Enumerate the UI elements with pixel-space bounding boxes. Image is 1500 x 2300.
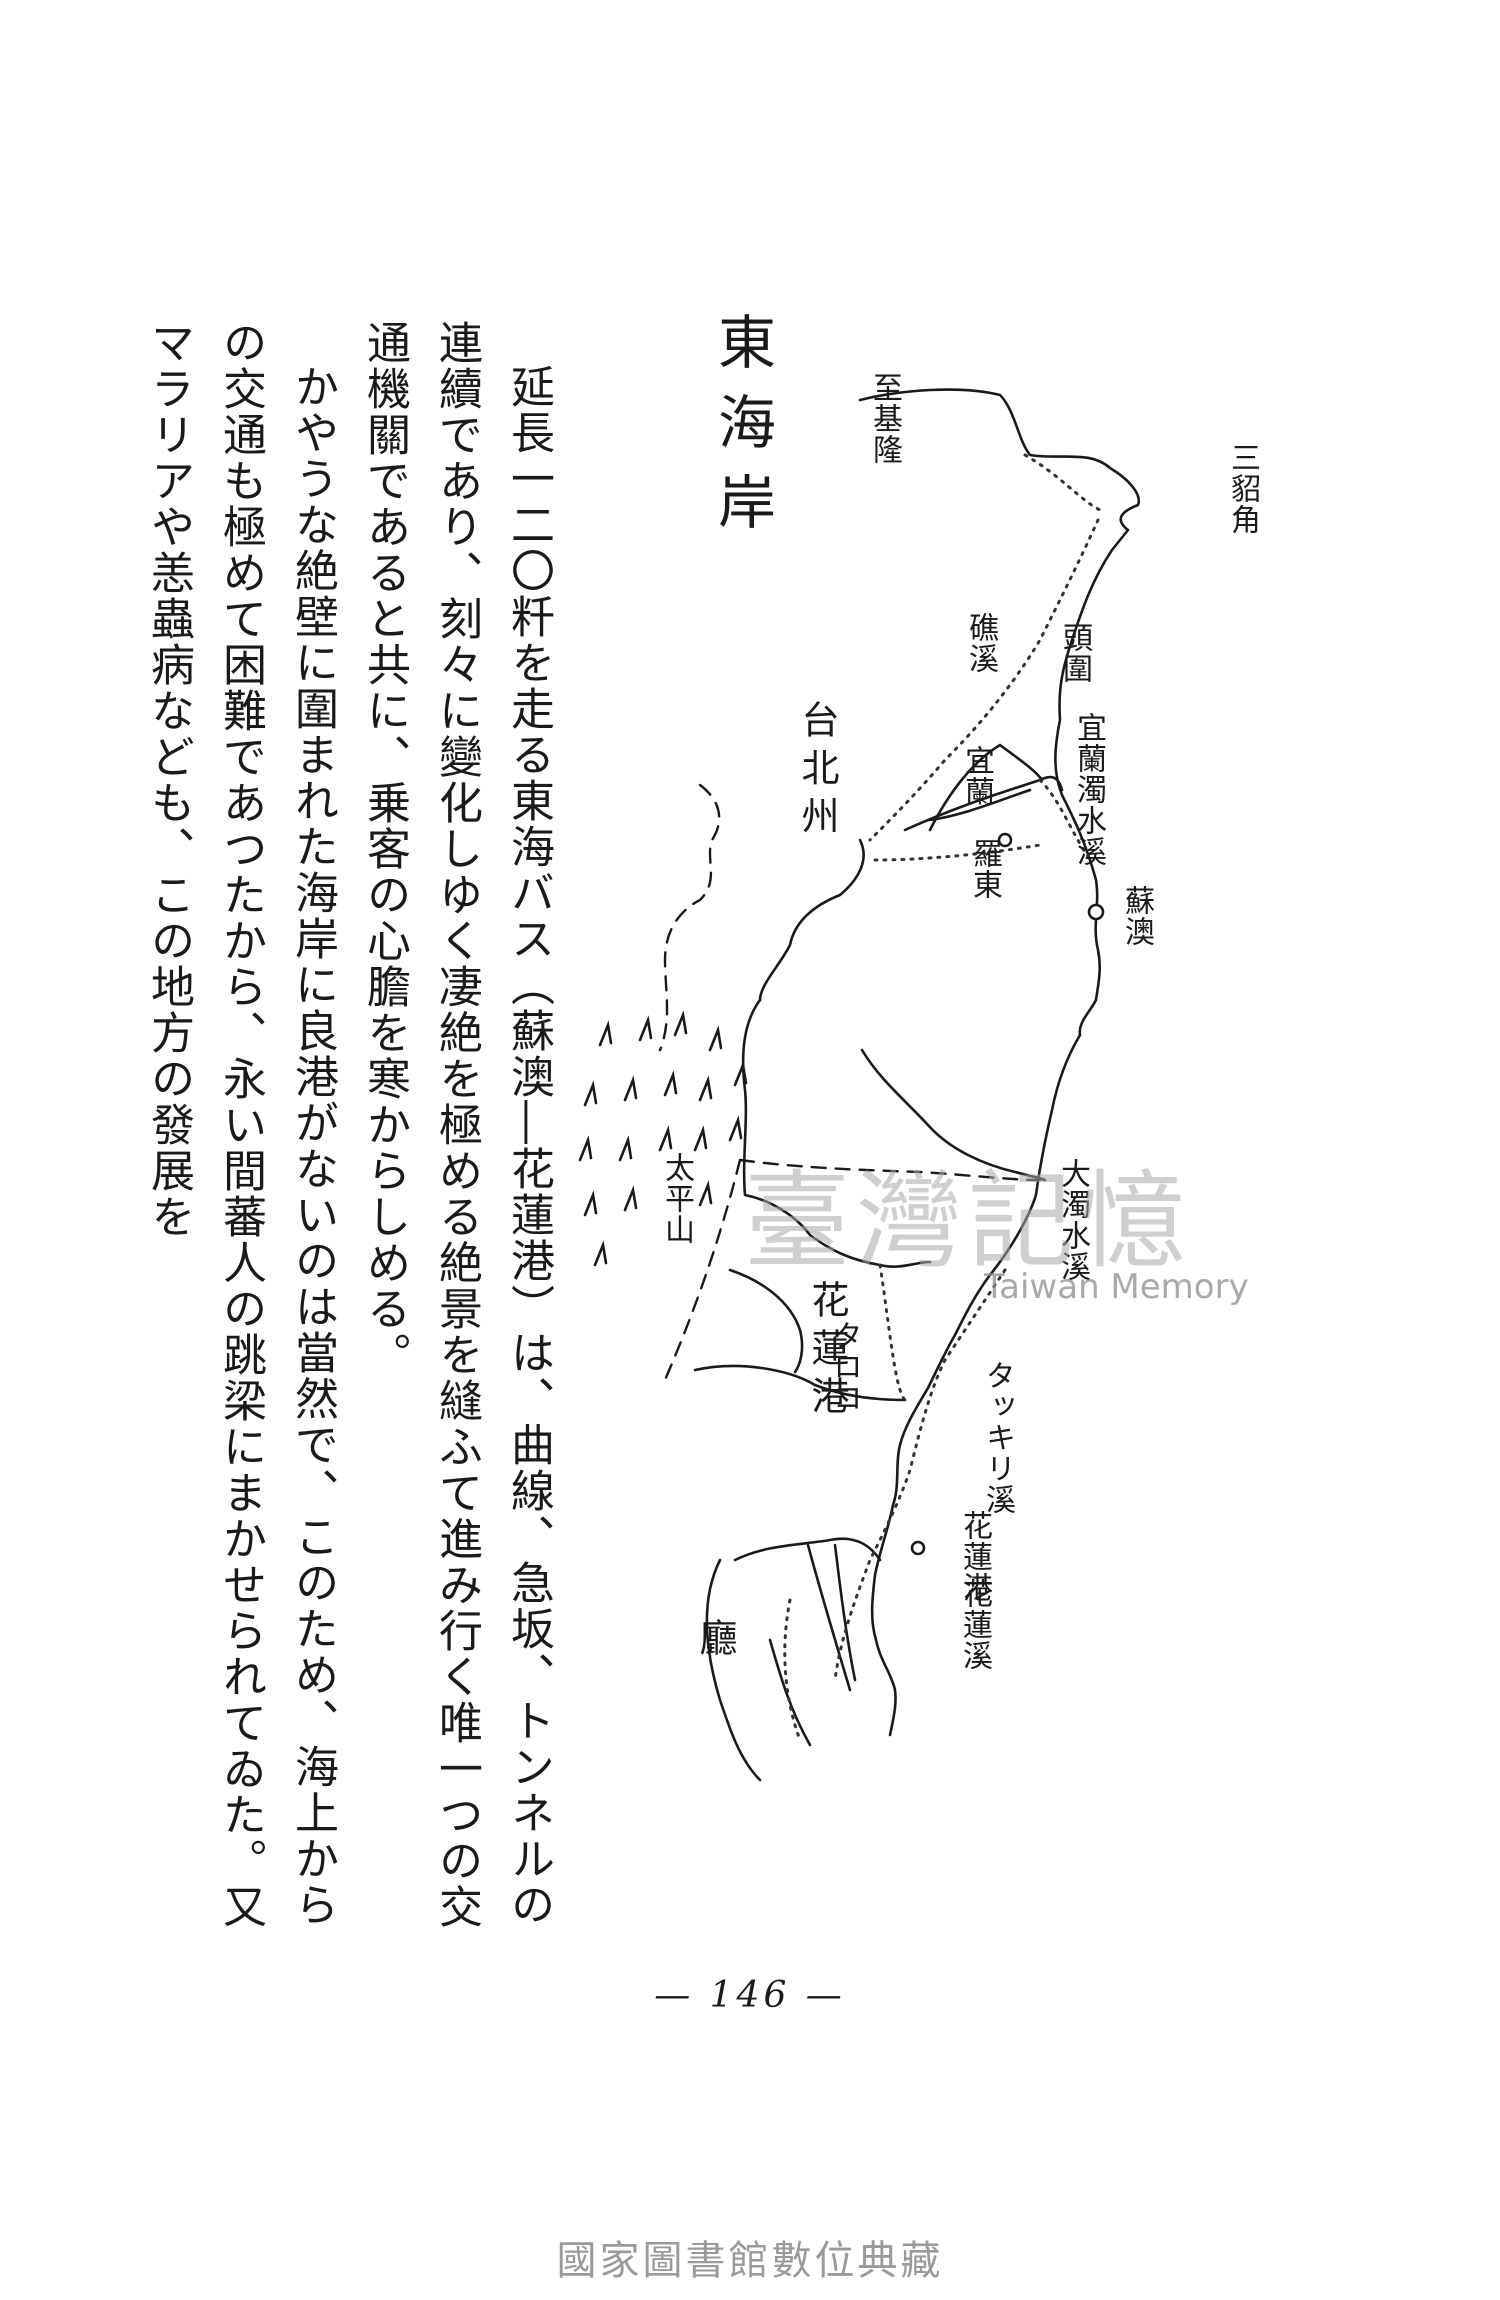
- inland-west-2: [728, 1268, 804, 1374]
- inland-southwest: [705, 1558, 762, 1782]
- river-yilan-2: [928, 788, 1032, 822]
- river-inland: [860, 1048, 1047, 1182]
- map-label-suao: 蘇澳: [1119, 885, 1154, 947]
- map-label-keelung-direction: 至基隆: [867, 372, 902, 465]
- map-label-sandiao: 三貂角: [1225, 442, 1260, 535]
- map-label-zhuoshui: 宜蘭濁水溪: [1071, 712, 1106, 867]
- river-hualien: [693, 1364, 907, 1402]
- road-southwest: [783, 1598, 802, 1742]
- map-label-dazhuoshui: 大濁水溪: [1055, 1158, 1090, 1282]
- railway-coast: [873, 843, 1042, 862]
- map-label-hualien-river: 花蓮溪: [957, 1578, 992, 1671]
- border-dashed-3: [663, 1158, 742, 1382]
- map-label-yilan: 宜蘭: [959, 745, 994, 807]
- road-hualien: [878, 1263, 907, 1402]
- footer-archive-name: 國家圖書館數位典藏: [556, 2238, 944, 2284]
- mountain-symbols: [578, 1010, 748, 1267]
- map-label-agency: 廳: [693, 1618, 737, 1666]
- page-number: — 146 —: [654, 1975, 846, 2016]
- river-branch-1: [806, 1543, 852, 1692]
- map-label-hualien-port: 花蓮港: [957, 1510, 992, 1603]
- watermark: 臺灣記憶 Taiwan Memory: [744, 1135, 1264, 1335]
- railway-north: [868, 453, 1102, 842]
- map-label-luodong: 羅東: [967, 838, 1002, 900]
- section-title: 東海岸: [708, 312, 776, 552]
- river-taroko: [743, 1193, 932, 1268]
- river-lanyang: [903, 775, 1064, 832]
- paragraph-2: かやうな絶壁に圍まれた海岸に良港がないのは當然で、このため、海上からの交通も極め…: [143, 320, 338, 1930]
- watermark-cjk: 臺灣記憶: [744, 1160, 1192, 1283]
- river-yilan-1: [928, 743, 1044, 832]
- town-markers: [910, 832, 1105, 1556]
- river-south-2: [768, 1638, 812, 1747]
- river-branch-2: [833, 1543, 857, 1682]
- map-label-toucheng: 頭圍: [1057, 622, 1092, 684]
- map-label-takkiri: タッキリ溪: [980, 1360, 1015, 1515]
- coastline-north: [858, 388, 1141, 1002]
- map-label-jiaoxi: 礁溪: [963, 612, 998, 674]
- river-south: [733, 1537, 882, 1562]
- inland-west: [741, 998, 762, 1197]
- map-label-taroko: タロコ: [827, 1320, 862, 1413]
- railway-yilan: [1038, 778, 1092, 862]
- border-dashed-2: [738, 1158, 1042, 1182]
- border-dashed-1: [658, 783, 721, 1052]
- map-label-taipingshan: 太平山: [659, 1152, 694, 1245]
- watermark-en: Taiwan Memory: [984, 1267, 1249, 1307]
- map-label-hualien-state: 花蓮港: [805, 1280, 849, 1424]
- coastline-south: [870, 998, 1098, 1737]
- map-label-taipei-state: 台北州: [795, 700, 839, 844]
- body-text: 延長一二〇粁を走る東海バス（蘇澳―花蓮港）は、曲線、急坂、トンネルの連續であり、…: [132, 320, 564, 1940]
- taipei-state-line: [758, 838, 865, 1002]
- paragraph-1: 延長一二〇粁を走る東海バス（蘇澳―花蓮港）は、曲線、急坂、トンネルの連續であり、…: [359, 320, 554, 1930]
- railway-south: [833, 1268, 1007, 1682]
